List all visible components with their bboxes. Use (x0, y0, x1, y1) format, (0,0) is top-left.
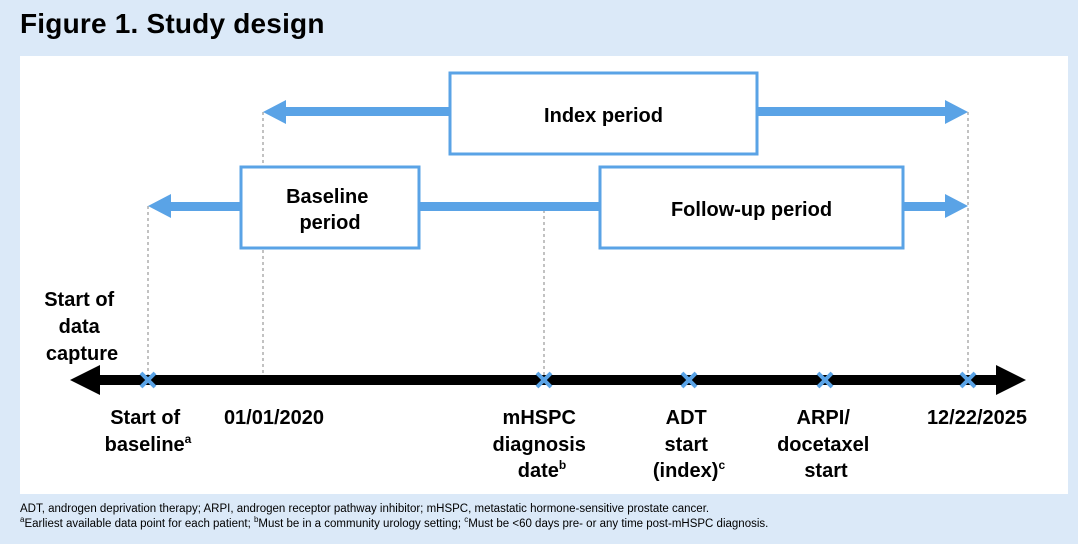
label-arpi-line3: start (804, 460, 848, 482)
timeline-axis (70, 365, 1026, 395)
followup-period-label: Follow-up period (671, 199, 832, 221)
baseline-label-line1: Baseline (286, 186, 368, 208)
label-arpi-line2: docetaxel (777, 434, 869, 456)
footnote-mark-a: a (185, 432, 192, 446)
baseline-followup-arrow (148, 194, 968, 218)
marker-adt (680, 371, 698, 389)
label-mhspc-line2: diagnosis (493, 434, 586, 456)
footnote-abbreviations: ADT, androgen deprivation therapy; ARPI,… (20, 503, 710, 515)
start-data-capture-line3: capture (46, 343, 118, 365)
label-adt-line3: (index) (653, 460, 719, 482)
footnote-mark-b: b (559, 458, 566, 472)
footnote-sup-c: c (464, 515, 469, 525)
baseline-label-line2: period (299, 212, 360, 234)
baseline-period-label: Baseline period (286, 186, 374, 234)
label-start-of-baseline-line1: Start of (110, 407, 180, 429)
label-arpi-docetaxel: ARPI/ docetaxel start (777, 407, 875, 482)
footnote-mark-c: c (718, 458, 725, 472)
followup-period-box (598, 165, 905, 250)
marker-arpi (816, 371, 834, 389)
label-arpi-line1: ARPI/ (797, 407, 851, 429)
index-period-label: Index period (544, 105, 663, 127)
label-mhspc-line3: date (518, 460, 559, 482)
marker-start-baseline (139, 371, 157, 389)
footnote-text-b: Must be in a community urology setting; (258, 518, 465, 530)
diagram-panel: Index period Baseline period Follow-up p… (20, 56, 1068, 494)
label-mhspc-diagnosis: mHSPC diagnosis dateb (493, 407, 592, 482)
timeline-markers (139, 371, 977, 389)
marker-mhspc (535, 371, 553, 389)
label-adt-start: ADT start (index)c (653, 407, 726, 482)
label-start-of-baseline-line2: baseline (105, 434, 185, 456)
footnote-marks: aEarliest available data point for each … (20, 515, 769, 531)
footnote-text-a: Earliest available data point for each p… (24, 518, 254, 530)
footnote-sup-b: b (253, 515, 259, 525)
label-mhspc-line1: mHSPC (503, 407, 576, 429)
label-start-of-baseline: Start of baselinea (105, 407, 192, 456)
label-date-2020: 01/01/2020 (224, 407, 324, 429)
index-period-box (448, 71, 759, 156)
footnote-sup-a: a (20, 515, 25, 525)
footnote-text-c: Must be <60 days pre- or any time post-m… (468, 518, 769, 530)
start-data-capture-line1: Start of (44, 289, 114, 311)
label-adt-line1: ADT (666, 407, 707, 429)
study-design-diagram: Index period Baseline period Follow-up p… (44, 71, 1027, 482)
start-data-capture-line2: data (59, 316, 101, 338)
start-data-capture-label: Start of data capture (44, 289, 120, 365)
baseline-period-box (239, 165, 421, 250)
figure-title: Figure 1. Study design (20, 8, 325, 39)
marker-2025 (959, 371, 977, 389)
label-date-2025: 12/22/2025 (927, 407, 1027, 429)
label-adt-line2: start (665, 434, 709, 456)
